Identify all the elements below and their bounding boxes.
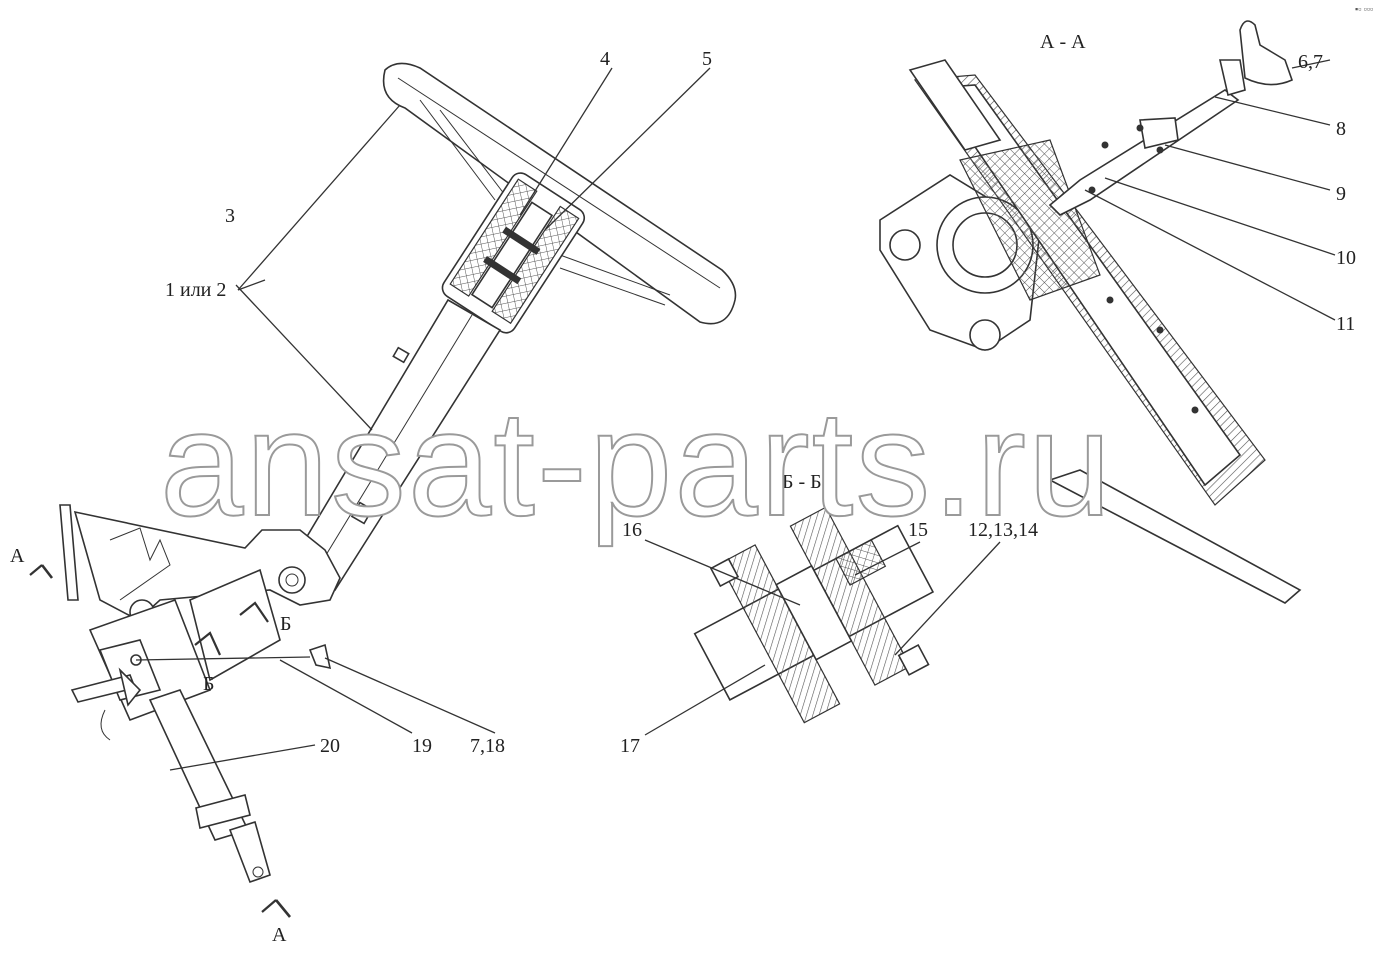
callout-12-13-14: 12,13,14 <box>968 519 1038 541</box>
section-a-markers <box>29 564 292 918</box>
section-bb-view <box>693 506 935 724</box>
callout-leaders <box>169 59 1336 771</box>
section-b-label-lower: Б <box>203 673 214 695</box>
section-aa-title: А - А <box>1040 31 1086 53</box>
callout-11: 11 <box>1336 313 1355 335</box>
callout-9: 9 <box>1336 183 1346 205</box>
wheel-hub <box>441 172 586 334</box>
callout-8: 8 <box>1336 118 1346 140</box>
callout-1-or-2: 1 или 2 <box>165 279 226 301</box>
corner-mark: ▪▫ ▫▫▫ <box>1355 4 1373 14</box>
section-b-markers <box>194 601 269 656</box>
steering-column-assembly <box>29 62 737 918</box>
watermark: ansat-parts.ru <box>160 379 1113 547</box>
section-bb-title: Б - Б <box>782 471 822 493</box>
section-labels: А - А Б - Б А А Б Б <box>10 31 1086 946</box>
section-b-label-upper: Б <box>280 613 291 635</box>
section-a-label-top: А <box>10 545 25 567</box>
callout-labels: 1 или 2 3 4 5 6,7 8 9 10 11 12,13,14 15 … <box>165 48 1356 757</box>
callout-15: 15 <box>908 519 928 541</box>
column-tube <box>288 298 502 592</box>
section-aa-view <box>879 20 1302 604</box>
callout-4: 4 <box>600 48 610 70</box>
lower-column <box>70 568 281 884</box>
callout-10: 10 <box>1336 247 1356 269</box>
callout-19: 19 <box>412 735 432 757</box>
callout-17: 17 <box>620 735 640 757</box>
callout-20: 20 <box>320 735 340 757</box>
callout-16: 16 <box>622 519 642 541</box>
callout-5: 5 <box>702 48 712 70</box>
steering-wheel <box>382 62 737 325</box>
callout-6-7: 6,7 <box>1298 51 1323 73</box>
callout-3: 3 <box>225 205 235 227</box>
callout-7-18: 7,18 <box>470 735 505 757</box>
choke-cable <box>135 643 332 670</box>
section-a-label-bottom: А <box>272 924 287 946</box>
